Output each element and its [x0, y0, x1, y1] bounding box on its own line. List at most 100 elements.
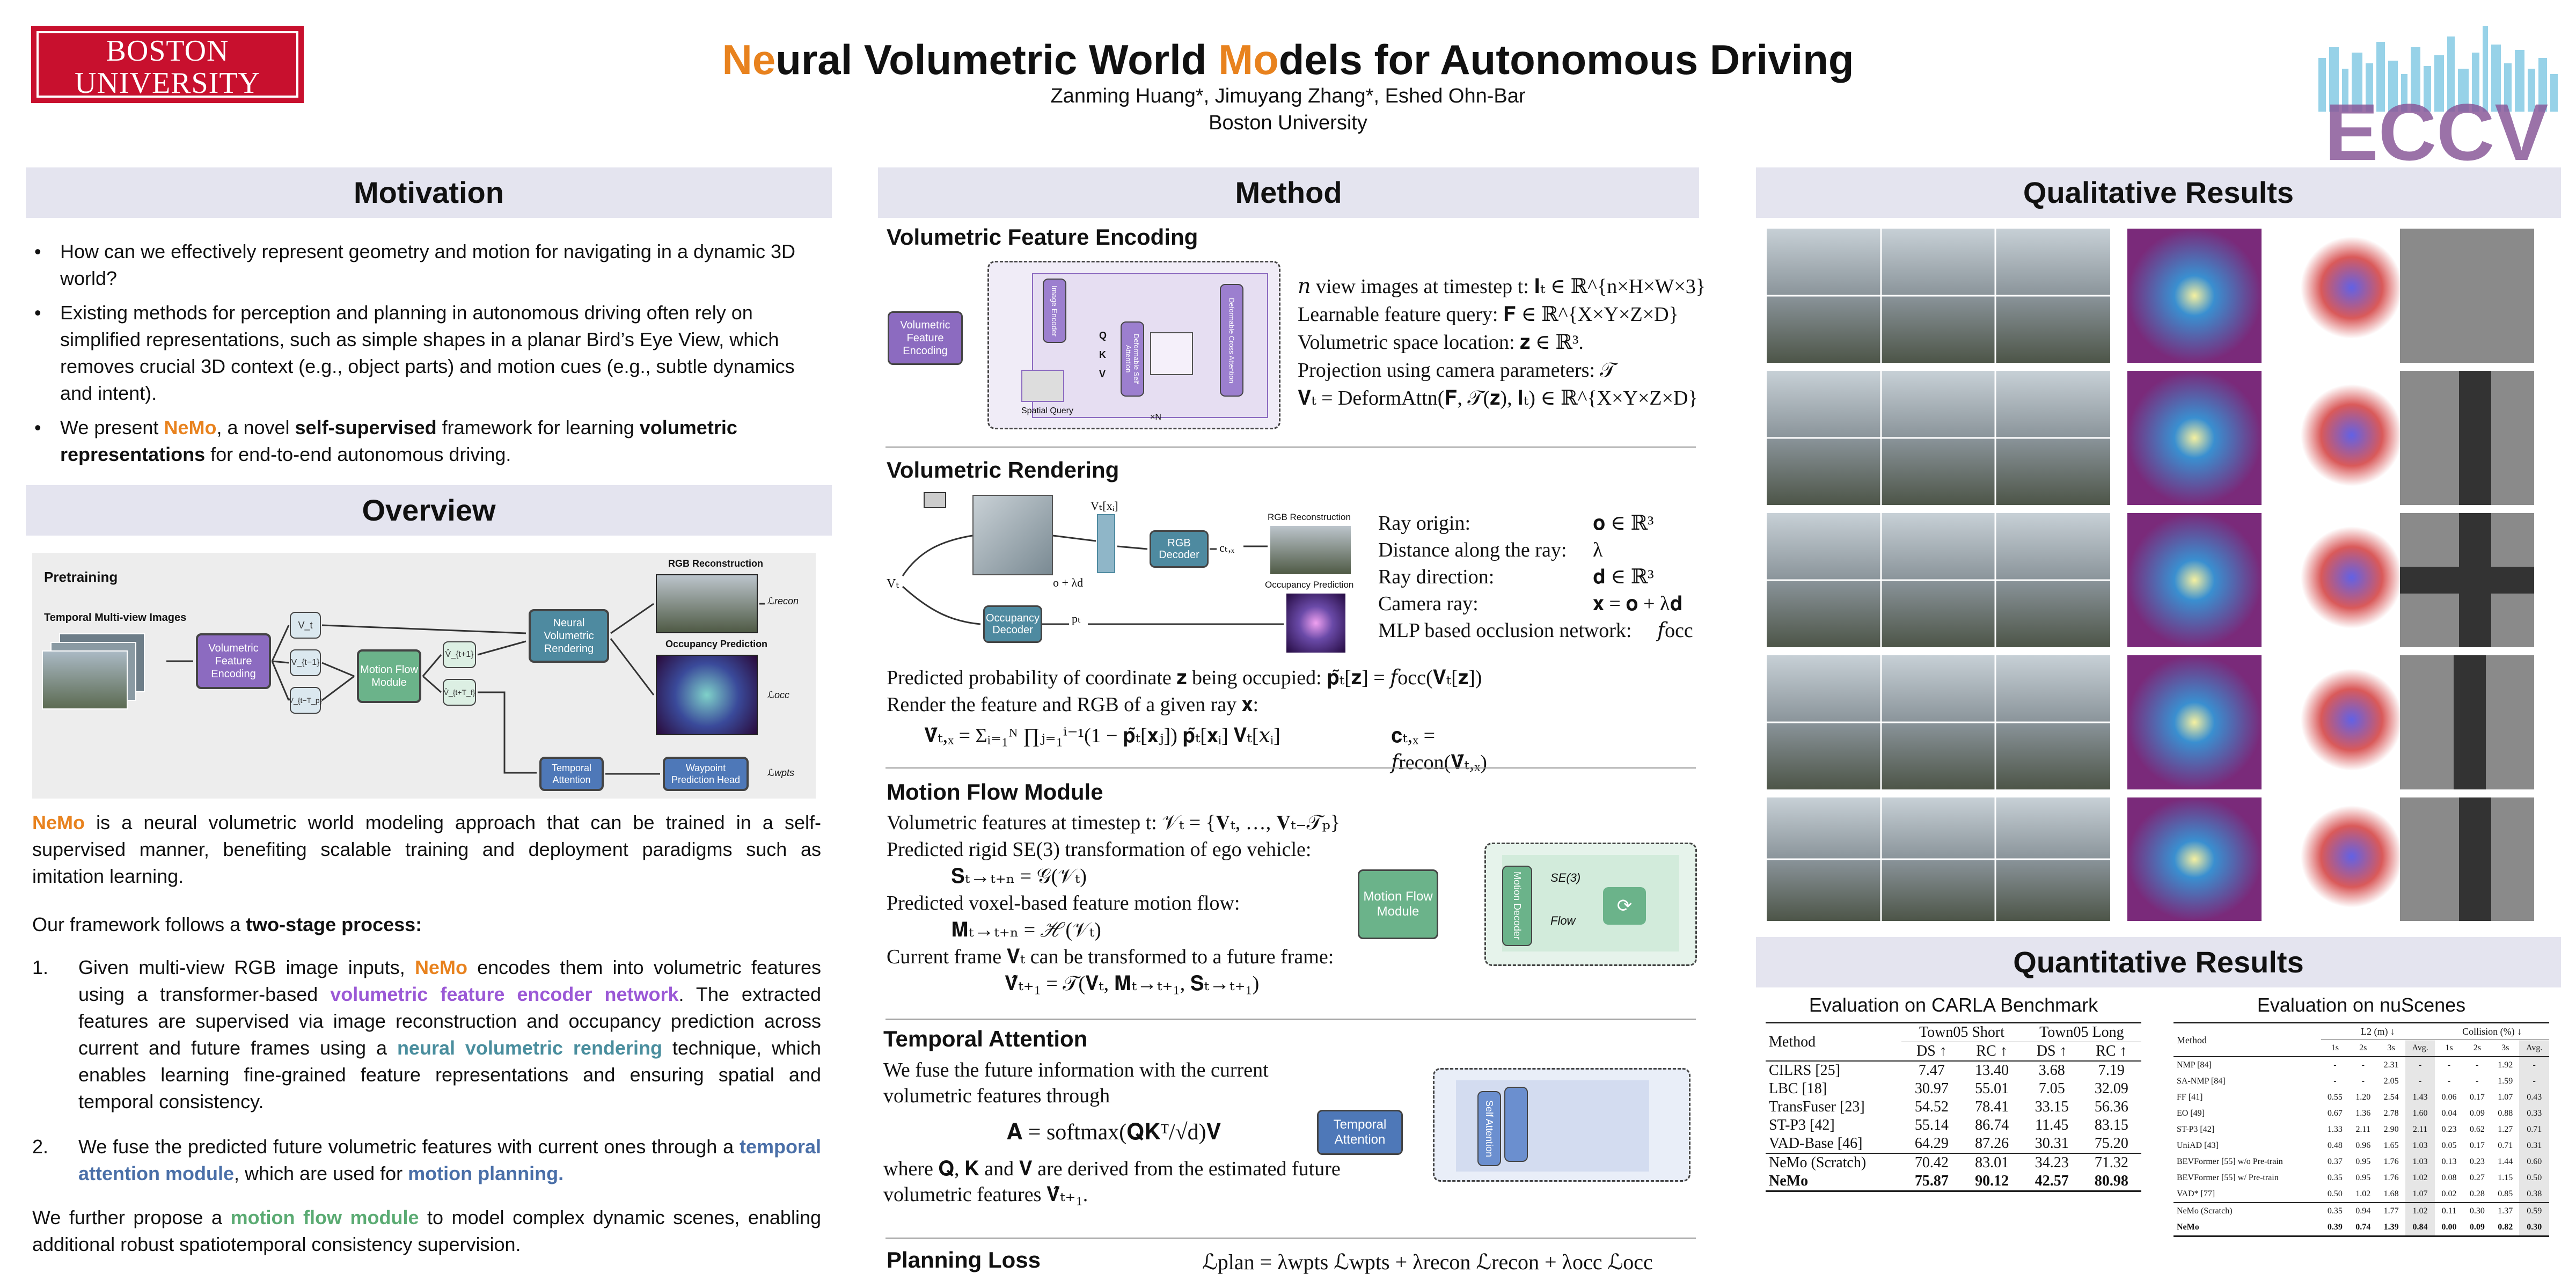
overview-diagram: Pretraining Temporal Multi-view Images V… — [32, 553, 816, 799]
table-cell: 0.48 — [2327, 1141, 2343, 1150]
divider — [885, 1019, 1696, 1020]
table-cell: 0.85 — [2498, 1189, 2513, 1198]
vfe-title: Volumetric Feature Encoding — [887, 224, 1198, 250]
table-cell: 0.02 — [2441, 1189, 2457, 1198]
table-cell: CILRS [25] — [1769, 1062, 1840, 1079]
table-cell: 0.13 — [2441, 1157, 2457, 1166]
quantitative-heading: Quantitative Results — [1756, 937, 2561, 987]
image-encoder-box: Image Encoder — [1043, 279, 1066, 343]
table-cell: 0.11 — [2441, 1206, 2457, 1216]
table-cell: 0.71 — [2498, 1141, 2513, 1150]
table-cell: 1.77 — [2383, 1206, 2399, 1216]
l-recon-label: ℒrecon — [767, 596, 799, 606]
carla-subheader-row: DS ↑RC ↑DS ↑RC ↑ — [1766, 1042, 2141, 1061]
table-cell: - — [2361, 1077, 2365, 1086]
divider — [885, 767, 1696, 769]
qual-row-3 — [1767, 513, 2534, 647]
motivation-bullet: Existing methods for perception and plan… — [30, 299, 814, 407]
table-cell: 55.14 — [1914, 1117, 1949, 1133]
table-cell: 0.06 — [2441, 1093, 2457, 1102]
occupancy-image — [656, 655, 758, 735]
table-cell: 0.74 — [2355, 1223, 2371, 1232]
table-cell: UniAD [43] — [2177, 1141, 2219, 1150]
l-wpts-label: ℒwpts — [767, 767, 794, 778]
self-attention-box-2 — [1504, 1087, 1528, 1162]
table-cell: NeMo (Scratch) — [1769, 1154, 1867, 1171]
flow-label: Flow — [1550, 914, 1576, 927]
table-header-cell: 2s — [2359, 1043, 2367, 1052]
qual-row-2 — [1767, 371, 2534, 505]
table-cell: 2.31 — [2383, 1060, 2399, 1070]
table-cell: 0.55 — [2327, 1093, 2343, 1102]
table-cell: 0.35 — [2327, 1173, 2343, 1182]
pl-title: Planning Loss — [887, 1247, 1041, 1272]
vfe-diagram-box: Volumetric Feature Encoding — [888, 311, 963, 365]
table-cell: NeMo — [1769, 1173, 1809, 1189]
carla-title: Evaluation on CARLA Benchmark — [1809, 994, 2098, 1016]
table-cell: - — [2361, 1060, 2365, 1070]
table-cell: 2.05 — [2383, 1077, 2399, 1086]
table-cell: 0.60 — [2519, 1154, 2549, 1170]
table-cell: 0.17 — [2469, 1093, 2485, 1102]
table-cell: 0.62 — [2469, 1125, 2485, 1134]
overview-heading: Overview — [26, 485, 832, 536]
table-cell: 0.31 — [2519, 1138, 2549, 1154]
table-cell: 1.03 — [2405, 1154, 2435, 1170]
table-header-cell: 1s — [2331, 1043, 2339, 1052]
table-cell: 1.03 — [2405, 1138, 2435, 1154]
table-header-cell: 2s — [2473, 1043, 2481, 1052]
table-cell: 2.90 — [2383, 1125, 2399, 1134]
deform-self-attention-box: Deformable Self Attention — [1121, 321, 1144, 397]
table-cell: 0.94 — [2355, 1206, 2371, 1216]
table-cell: 71.32 — [2094, 1154, 2128, 1171]
waypoint-head-box: Waypoint Prediction Head — [663, 757, 749, 791]
table-cell: 0.39 — [2327, 1223, 2343, 1232]
table-cell: 7.05 — [2038, 1080, 2065, 1097]
vt-tp-box: V_{t−T_p} — [289, 687, 322, 714]
vr-equations: Predicted probability of coordinate 𝐳 be… — [887, 667, 1487, 774]
table-header-cell: Avg. — [2405, 1040, 2435, 1057]
table-cell: VAD-Base [46] — [1769, 1135, 1863, 1152]
divider — [885, 1238, 1696, 1239]
table-cell: VAD* [77] — [2177, 1189, 2215, 1198]
table-cell: 1.07 — [2498, 1093, 2513, 1102]
table-cell: - — [2405, 1073, 2435, 1089]
overview-para1: NeMo is a neural volumetric world modeli… — [32, 811, 821, 887]
affiliation: Boston University — [1209, 112, 1367, 134]
table-cell: 54.52 — [1914, 1099, 1949, 1115]
table-cell: 0.95 — [2355, 1157, 2371, 1166]
qual-row-5 — [1767, 797, 2534, 921]
table-cell: 70.42 — [1914, 1154, 1949, 1171]
vr-rgb-label: RGB Reconstruction — [1268, 512, 1351, 522]
table-cell: 1.44 — [2498, 1157, 2513, 1166]
table-cell: 30.31 — [2035, 1135, 2069, 1152]
mf-text: Volumetric features at timestep t: 𝒱ₜ = … — [887, 811, 1341, 995]
eccv-logo: ECCV — [2318, 26, 2558, 171]
vt-1-box: V_{t−1} — [290, 649, 321, 676]
deform-cross-attention-box: Deformable Cross Attention — [1220, 284, 1243, 397]
table-cell: - — [2476, 1060, 2479, 1070]
table-cell: NeMo (Scratch) — [2177, 1206, 2233, 1216]
table-cell: 1.20 — [2355, 1093, 2371, 1102]
table-cell: 78.41 — [1975, 1099, 2009, 1115]
ray-definitions: Ray origin:𝐨 ∈ ℝ³ Distance along the ray… — [1378, 510, 1706, 644]
table-cell: BEVFormer [55] w/ Pre-train — [2177, 1173, 2279, 1182]
table-cell: 0.17 — [2469, 1141, 2485, 1150]
table-cell: 86.74 — [1975, 1117, 2009, 1133]
table-cell: - — [2333, 1060, 2337, 1070]
qualitative-heading: Qualitative Results — [1756, 167, 2561, 218]
qual-row-1 — [1767, 229, 2534, 363]
se3-label: SE(3) — [1550, 871, 1581, 884]
table-cell: 0.23 — [2441, 1125, 2457, 1134]
table-cell: 1.60 — [2405, 1106, 2435, 1122]
table-header-cell: 1s — [2445, 1043, 2453, 1052]
